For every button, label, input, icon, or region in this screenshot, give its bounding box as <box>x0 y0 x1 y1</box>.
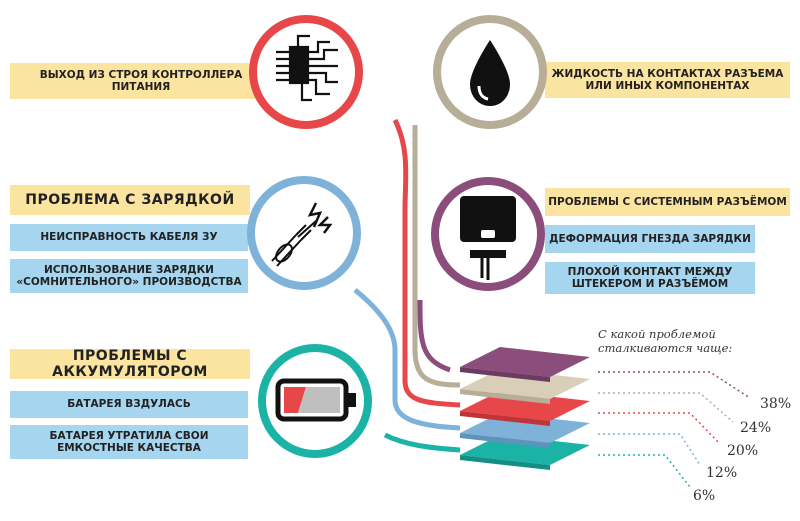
battery-low-icon <box>258 344 372 458</box>
battery-problem-title: ПРОБЛЕМЫ С АККУМУЛЯТОРОМ <box>10 348 250 380</box>
liquid-label: ЖИДКОСТЬ НА КОНТАКТАХ РАЗЪЕМА ИЛИ ИНЫХ К… <box>545 62 790 98</box>
phone-port-icon <box>431 177 545 291</box>
connector-problem-title: ПРОБЛЕМЫ С СИСТЕМНЫМ РАЗЪЁМОМ <box>545 188 790 216</box>
battery-swollen-label: БАТАРЕЯ ВЗДУЛАСЬ <box>10 391 248 418</box>
battery-capacity-label: БАТАРЕЯ УТРАТИЛА СВОИ ЕМКОСТНЫЕ КАЧЕСТВА <box>10 425 248 459</box>
cable-spark-icon <box>247 176 361 290</box>
layer-stack <box>460 347 590 470</box>
socket-deformation-label: ДЕФОРМАЦИЯ ГНЕЗДА ЗАРЯДКИ <box>545 225 755 253</box>
percent-24: 24% <box>740 420 772 436</box>
drop-icon <box>433 15 547 129</box>
percent-20: 20% <box>727 443 759 459</box>
percent-6: 6% <box>693 488 716 504</box>
dubious-charger-label: ИСПОЛЬЗОВАНИЕ ЗАРЯДКИ «СОМНИТЕЛЬНОГО» ПР… <box>10 259 248 293</box>
percent-12: 12% <box>706 465 738 481</box>
circuit-icon <box>249 15 363 129</box>
stats-question: С какой проблемой сталкиваются чаще: <box>598 327 733 356</box>
power-controller-label: ВЫХОД ИЗ СТРОЯ КОНТРОЛЛЕРА ПИТАНИЯ <box>10 63 272 99</box>
bad-contact-label: ПЛОХОЙ КОНТАКТ МЕЖДУ ШТЕКЕРОМ И РАЗЪЁМОМ <box>545 262 755 294</box>
percent-38: 38% <box>760 396 792 412</box>
cable-fault-label: НЕИСПРАВНОСТЬ КАБЕЛЯ ЗУ <box>10 224 248 251</box>
charging-problem-title: ПРОБЛЕМА С ЗАРЯДКОЙ <box>10 185 250 215</box>
